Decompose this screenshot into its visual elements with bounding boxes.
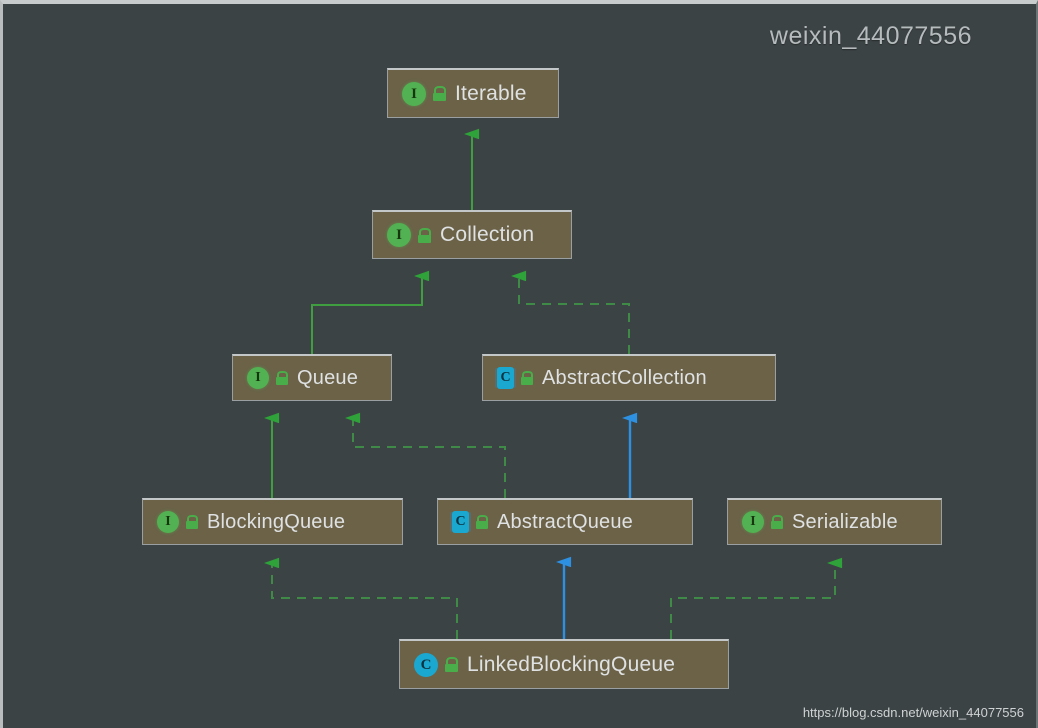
node-label: Collection xyxy=(440,223,535,246)
lock-icon xyxy=(521,371,533,385)
edge-linkedblockingqueue-to-blockingqueue xyxy=(272,563,458,639)
edge-queue-to-collection xyxy=(311,276,422,354)
node-collection[interactable]: I Collection xyxy=(372,210,572,259)
interface-icon: I xyxy=(157,511,179,533)
lock-icon xyxy=(186,515,198,529)
edges-layer xyxy=(3,4,1038,639)
lock-icon xyxy=(476,515,488,529)
interface-icon: I xyxy=(387,223,411,247)
interface-icon: I xyxy=(402,81,426,106)
edge-linkedblockingqueue-to-serializable xyxy=(670,563,835,639)
class-icon: C xyxy=(414,652,438,677)
node-label: Serializable xyxy=(792,510,898,533)
watermark-bottom: https://blog.csdn.net/weixin_44077556 xyxy=(802,705,1024,720)
node-label: AbstractCollection xyxy=(542,366,707,389)
node-serializable[interactable]: I Serializable xyxy=(727,498,942,545)
lock-icon xyxy=(418,227,431,243)
lock-icon xyxy=(771,515,783,529)
abstract-class-icon: C xyxy=(452,511,469,533)
watermark-top: weixin_44077556 xyxy=(769,22,972,50)
node-label: Iterable xyxy=(455,81,527,105)
lock-icon xyxy=(433,86,446,101)
node-abstract-collection[interactable]: C AbstractCollection xyxy=(482,354,776,401)
interface-icon: I xyxy=(742,511,764,533)
node-blocking-queue[interactable]: I BlockingQueue xyxy=(142,498,403,545)
lock-icon xyxy=(445,657,458,672)
interface-icon: I xyxy=(247,367,269,389)
node-queue[interactable]: I Queue xyxy=(232,354,392,401)
abstract-class-icon: C xyxy=(497,367,514,389)
node-linked-blocking-queue[interactable]: C LinkedBlockingQueue xyxy=(399,639,729,689)
node-label: BlockingQueue xyxy=(207,510,346,533)
node-label: Queue xyxy=(297,366,359,389)
lock-icon xyxy=(276,371,288,385)
node-label: AbstractQueue xyxy=(497,510,634,533)
node-abstract-queue[interactable]: C AbstractQueue xyxy=(437,498,693,545)
edge-abstractcollection-to-collection xyxy=(519,276,630,354)
edge-abstractqueue-to-queue xyxy=(353,418,506,498)
node-iterable[interactable]: I Iterable xyxy=(387,68,559,118)
node-label: LinkedBlockingQueue xyxy=(467,652,676,676)
